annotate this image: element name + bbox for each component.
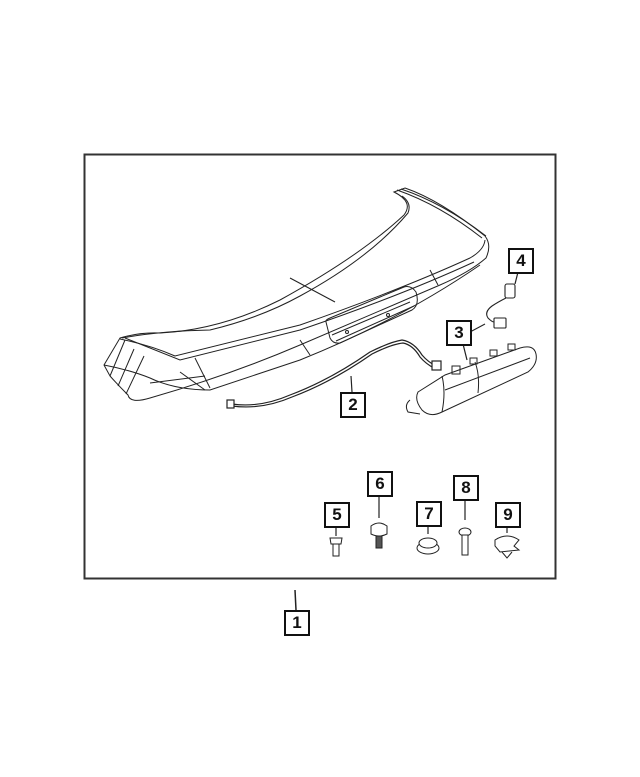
fasteners-drawing: [329, 495, 521, 559]
leader-4: [514, 271, 519, 285]
group-frame: [83, 153, 557, 580]
callout-6[interactable]: 6: [367, 471, 393, 497]
wiring-harness-drawing: [226, 339, 442, 409]
stop-lamp-drawing: [405, 343, 537, 416]
leader-1: [294, 589, 297, 611]
leader-2: [350, 375, 353, 393]
callout-9[interactable]: 9: [495, 502, 521, 528]
callout-5[interactable]: 5: [324, 502, 350, 528]
leader-3: [462, 343, 468, 361]
pigtail-drawing: [486, 283, 516, 329]
callout-8[interactable]: 8: [453, 475, 479, 501]
leader-3b: [469, 323, 486, 333]
callout-3[interactable]: 3: [446, 320, 472, 346]
spoiler-drawing: [103, 187, 490, 401]
callout-7[interactable]: 7: [416, 501, 442, 527]
callout-4[interactable]: 4: [508, 248, 534, 274]
callout-1[interactable]: 1: [284, 610, 310, 636]
callout-2[interactable]: 2: [340, 392, 366, 418]
